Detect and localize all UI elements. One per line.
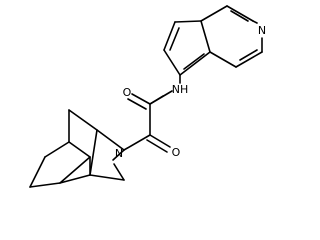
bond bbox=[200, 5, 228, 22]
bond bbox=[89, 174, 125, 181]
bond bbox=[113, 163, 125, 181]
bond bbox=[112, 149, 125, 161]
bond bbox=[252, 20, 258, 24]
atom-label-carbonyl-o2: O bbox=[172, 146, 181, 159]
bond bbox=[163, 49, 181, 76]
double-bond bbox=[149, 134, 171, 148]
azatricyclic-cage bbox=[29, 109, 125, 188]
bond bbox=[29, 182, 61, 188]
bond bbox=[209, 51, 237, 68]
bond bbox=[163, 21, 176, 51]
oxamide-linker bbox=[123, 74, 181, 153]
pyridine-ring bbox=[200, 5, 263, 68]
bond bbox=[68, 141, 91, 158]
bond bbox=[239, 49, 258, 61]
double-bond bbox=[131, 93, 151, 105]
bond bbox=[123, 134, 151, 151]
bond bbox=[59, 156, 91, 184]
double-bond bbox=[146, 139, 168, 153]
bond bbox=[149, 95, 164, 105]
bond bbox=[29, 156, 46, 188]
benzene-ring bbox=[163, 20, 211, 76]
bond bbox=[96, 129, 125, 151]
chemical-structure: N NH O O N bbox=[29, 5, 266, 188]
bond bbox=[179, 51, 211, 76]
bond bbox=[200, 20, 211, 53]
bond bbox=[183, 53, 205, 70]
atom-label-carbonyl-o1: O bbox=[123, 86, 132, 99]
atom-label-amide-nh: NH bbox=[172, 83, 189, 96]
atom-label-isoquinoline-n: N bbox=[258, 24, 266, 37]
atom-label-ring-n: N bbox=[115, 147, 123, 160]
bond bbox=[230, 10, 249, 22]
bond bbox=[44, 141, 70, 158]
bond bbox=[169, 27, 180, 51]
bond bbox=[226, 5, 254, 22]
bond bbox=[59, 174, 91, 184]
bond bbox=[89, 129, 98, 176]
bond bbox=[174, 20, 202, 23]
double-bond bbox=[127, 98, 147, 110]
bond bbox=[235, 51, 263, 68]
bond bbox=[68, 109, 98, 131]
